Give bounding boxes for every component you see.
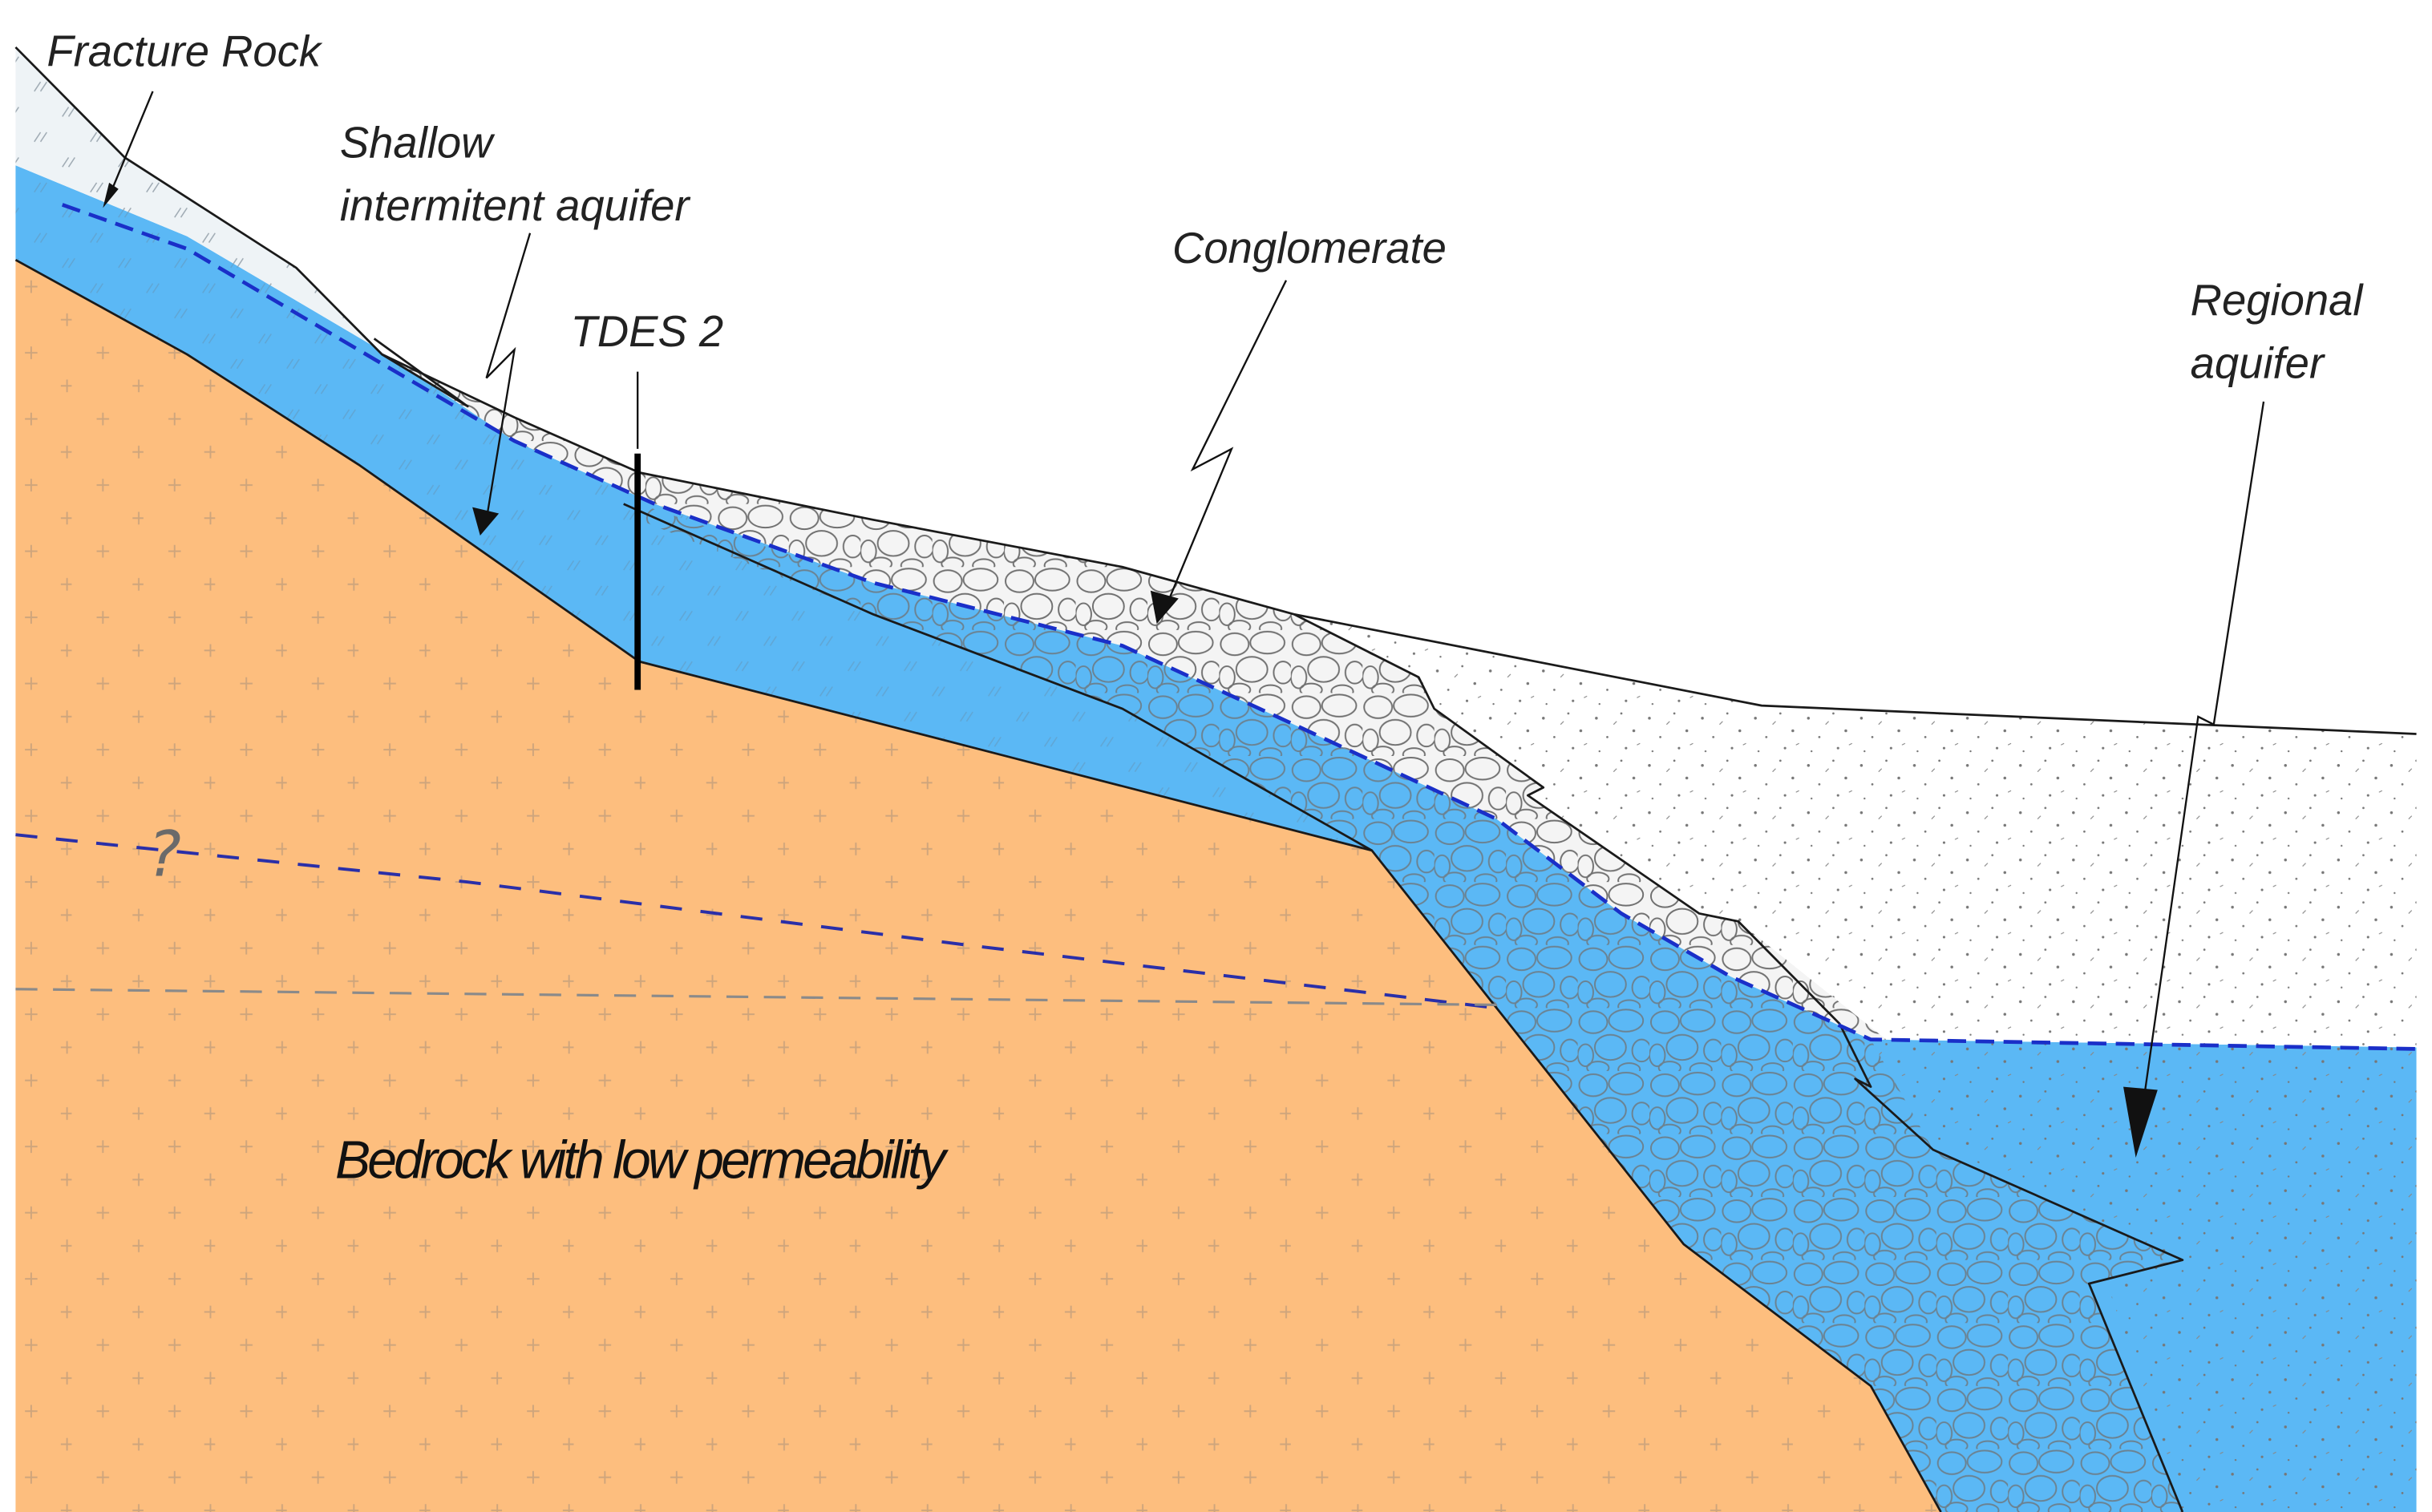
deep-water-table-line — [15, 833, 1497, 1010]
regional-aquifer-label-line1: Regional — [2191, 275, 2365, 325]
label-leaders — [111, 91, 2265, 1134]
shallow-arrowhead — [472, 507, 500, 536]
conglomerate-leader — [1165, 280, 1288, 607]
regional-aquifer-label-line2: aquifer — [2191, 338, 2326, 387]
shallow-aquifer-label-line2: intermitent aquifer — [340, 180, 691, 230]
conglomerate-alluvium-contact — [1293, 612, 2184, 1512]
regional-arrowhead — [2123, 1086, 2158, 1158]
fracture-rock-base-line — [373, 338, 469, 408]
tdes-label: TDES 2 — [571, 306, 724, 356]
bedrock-unit — [15, 260, 1941, 1512]
conglomerate-unit — [374, 346, 1887, 1040]
shallow-aquifer-leader — [485, 232, 532, 520]
bedrock-label: Bedrock with low permeability — [335, 1130, 949, 1190]
shallow-water-table-line — [61, 203, 2417, 1051]
unknown-level-label: ? — [148, 818, 181, 891]
conglomerate-arrowhead — [1150, 590, 1179, 624]
fracture-rock-leader — [111, 91, 154, 190]
fracture-rock-label: Fracture Rock — [47, 26, 322, 75]
shallow-aquifer-label-line1: Shallow — [340, 117, 496, 167]
arrowheads — [103, 182, 2158, 1158]
conglomerate-label: Conglomerate — [1172, 223, 1447, 273]
uncertain-piezometric-lines — [15, 833, 1497, 1010]
saturated-conglomerate-unit — [639, 503, 2183, 1512]
fracture-arrowhead — [103, 182, 119, 208]
regional-aquifer-leader — [2138, 401, 2265, 1134]
water-table — [61, 203, 2417, 1051]
conglomerate-base-line — [623, 503, 1373, 852]
